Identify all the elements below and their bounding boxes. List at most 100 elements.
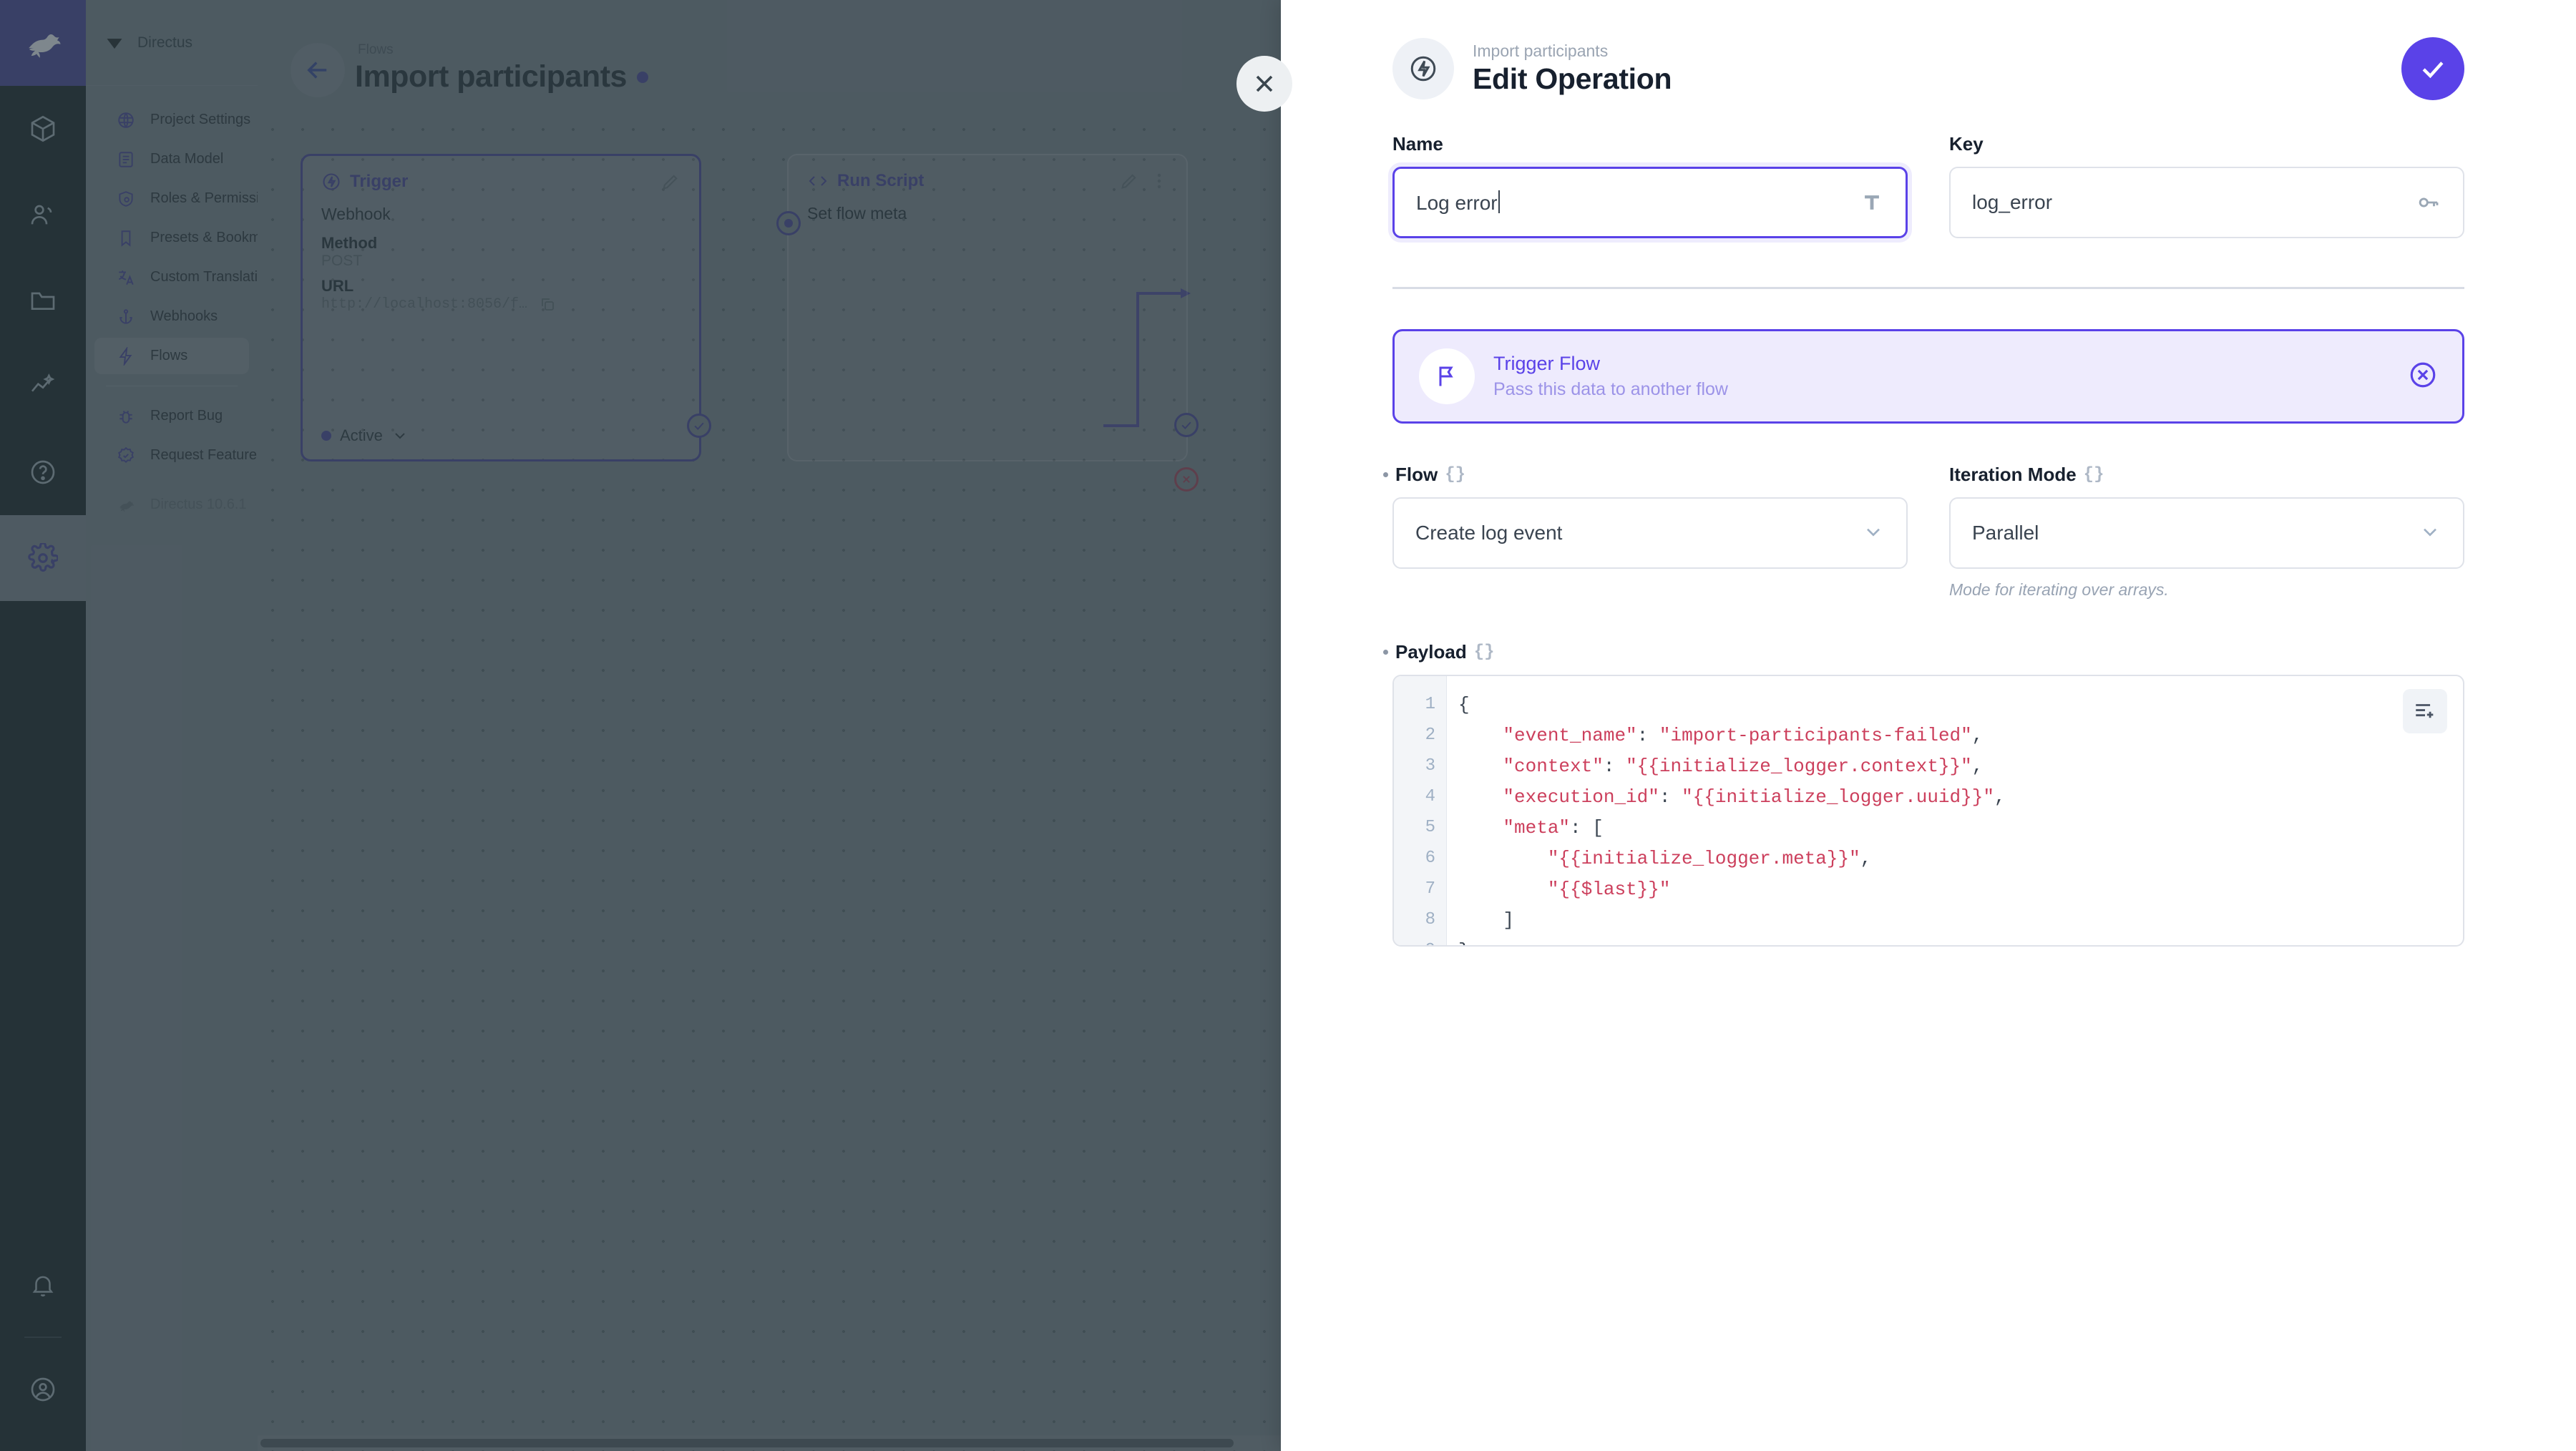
code-line: 1{ [1394, 689, 2463, 720]
line-number: 1 [1425, 695, 1435, 714]
status-dot [321, 431, 331, 441]
sidebar-item-presets-bookmarks[interactable]: Presets & Bookmar... [94, 220, 285, 256]
payload-field: Payload {} 1{2 "event_name": "import-par… [1383, 641, 2464, 947]
node-output-port-error[interactable] [1174, 467, 1199, 492]
iteration-mode-field: Iteration Mode {} Parallel Mode for iter… [1949, 464, 2464, 600]
pencil-icon[interactable] [660, 172, 680, 192]
close-icon[interactable] [1236, 56, 1292, 112]
sidebar-item-label: Presets & Bookmar... [150, 230, 285, 245]
project-header[interactable]: Directus [86, 0, 258, 86]
bell-icon[interactable] [0, 1242, 86, 1328]
settings-sidebar: Directus Project Settings Data Model Rol… [86, 0, 285, 1451]
flow-node-trigger[interactable]: Trigger Webhook Method POST URL http://l… [301, 154, 711, 461]
sidebar-item-label: Data Model [150, 151, 224, 167]
node-type-label: Run Script [837, 171, 924, 190]
chevron-down-icon [391, 427, 409, 444]
code-line-text: "event_name": "import-participants-faile… [1503, 724, 1984, 746]
sidebar-item-webhooks[interactable]: Webhooks [94, 298, 249, 335]
node-input-port[interactable] [776, 211, 801, 235]
template-brace-icon: {} [1473, 643, 1495, 662]
iteration-mode-hint: Mode for iterating over arrays. [1949, 580, 2169, 599]
banner-title: Trigger Flow [1493, 353, 1601, 374]
code-lines[interactable]: 1{2 "event_name": "import-participants-f… [1394, 676, 2463, 946]
sidebar-item-custom-translations[interactable]: Custom Translations [94, 259, 280, 295]
sidebar-item-request-feature[interactable]: Request Feature [94, 437, 257, 474]
key-input-value: log_error [1972, 191, 2053, 213]
format-indent-icon[interactable] [2403, 689, 2447, 733]
module-icon-settings[interactable] [0, 515, 86, 601]
flow-select[interactable]: Create log event [1392, 497, 1908, 569]
code-line-text: "context": "{{initialize_logger.context}… [1503, 755, 1984, 777]
bookmark-icon [116, 228, 136, 248]
flow-field: Flow {} Create log event [1383, 464, 1908, 600]
code-gutter [1394, 676, 1447, 945]
node-field-value: POST [321, 253, 363, 269]
sidebar-item-label: Roles & Permissions [150, 190, 283, 206]
name-input[interactable]: Log error [1392, 167, 1908, 238]
line-number: 2 [1425, 726, 1435, 745]
code-line: 9} [1394, 935, 2463, 946]
save-button[interactable] [2401, 37, 2464, 100]
drawer-breadcrumb: Import participants [1473, 41, 1609, 60]
sidebar-item-label: Project Settings [150, 112, 251, 127]
bolt-circle-icon [1392, 38, 1454, 99]
text-format-icon [1860, 190, 1884, 215]
module-divider [24, 1337, 62, 1338]
name-key-row: Name Log error Key log_error [1392, 133, 2464, 238]
cancel-circle-icon[interactable] [2408, 360, 2438, 394]
breadcrumb[interactable]: Flows [358, 42, 394, 57]
flow-node-run-script-set-flow-meta[interactable]: Run Script Set flow meta [776, 154, 1199, 492]
chevron-down-icon [2419, 520, 2441, 547]
module-icon-user-directory[interactable] [0, 172, 86, 258]
key-field: Key log_error [1949, 133, 2464, 238]
line-number: 3 [1425, 756, 1435, 776]
line-number: 9 [1394, 941, 1447, 945]
code-line-text: "{{$last}}" [1547, 878, 1671, 900]
scrollbar-thumb[interactable] [260, 1439, 1234, 1447]
sidebar-item-roles-permissions[interactable]: Roles & Permissions [94, 180, 283, 217]
code-line-text: { [1458, 693, 1470, 715]
sidebar-item-label: Custom Translations [150, 269, 281, 285]
node-output-port-success[interactable] [687, 414, 711, 438]
iteration-mode-value: Parallel [1972, 522, 2039, 544]
code-line-text: "execution_id": "{{initialize_logger.uui… [1503, 786, 2006, 808]
sidebar-item-report-bug[interactable]: Report Bug [94, 398, 249, 434]
sidebar-item-label: Flows [150, 348, 188, 363]
sidebar-item-data-model[interactable]: Data Model [94, 141, 249, 177]
flow-header: Flows Import participants [258, 0, 2576, 114]
more-vertical-icon[interactable] [1151, 171, 1168, 191]
line-number: 6 [1425, 849, 1435, 868]
code-brackets-icon [807, 172, 829, 190]
directus-rabbit-logo[interactable] [0, 0, 86, 86]
pencil-icon[interactable] [1119, 171, 1139, 191]
code-line: 2 "event_name": "import-participants-fai… [1394, 720, 2463, 751]
arrow-left-icon[interactable] [291, 43, 345, 97]
iteration-mode-label: Iteration Mode {} [1949, 464, 2104, 485]
bug-icon [116, 406, 136, 426]
code-line-text: "{{initialize_logger.meta}}", [1547, 847, 1872, 869]
payload-code-editor[interactable]: 1{2 "event_name": "import-participants-f… [1392, 675, 2464, 947]
node-status[interactable]: Active [321, 426, 409, 445]
sidebar-item-flows[interactable]: Flows [94, 338, 249, 374]
module-icon-insights[interactable] [0, 343, 86, 429]
bolt-icon [116, 346, 136, 366]
key-icon [2416, 190, 2441, 215]
chevron-down-icon [1862, 520, 1885, 547]
line-number: 7 [1425, 879, 1435, 899]
module-icon-content[interactable] [0, 86, 86, 172]
code-line: 8 ] [1394, 904, 2463, 935]
anchor-icon [116, 307, 136, 327]
code-line: 6 "{{initialize_logger.meta}}", [1394, 843, 2463, 874]
copy-icon[interactable] [539, 295, 556, 313]
module-icon-help[interactable] [0, 429, 86, 515]
account-icon[interactable] [0, 1347, 86, 1432]
iteration-mode-select[interactable]: Parallel [1949, 497, 2464, 569]
operation-type-banner[interactable]: Trigger Flow Pass this data to another f… [1392, 329, 2464, 424]
sidebar-item-project-settings[interactable]: Project Settings [94, 102, 251, 138]
key-input[interactable]: log_error [1949, 167, 2464, 238]
globe-icon [116, 110, 136, 130]
module-icon-file-library[interactable] [0, 258, 86, 343]
node-field-value: http://localhost:8056/f… [321, 295, 528, 313]
node-output-port-success[interactable] [1174, 413, 1199, 437]
version-label: Directus 10.6.1 [150, 497, 247, 512]
